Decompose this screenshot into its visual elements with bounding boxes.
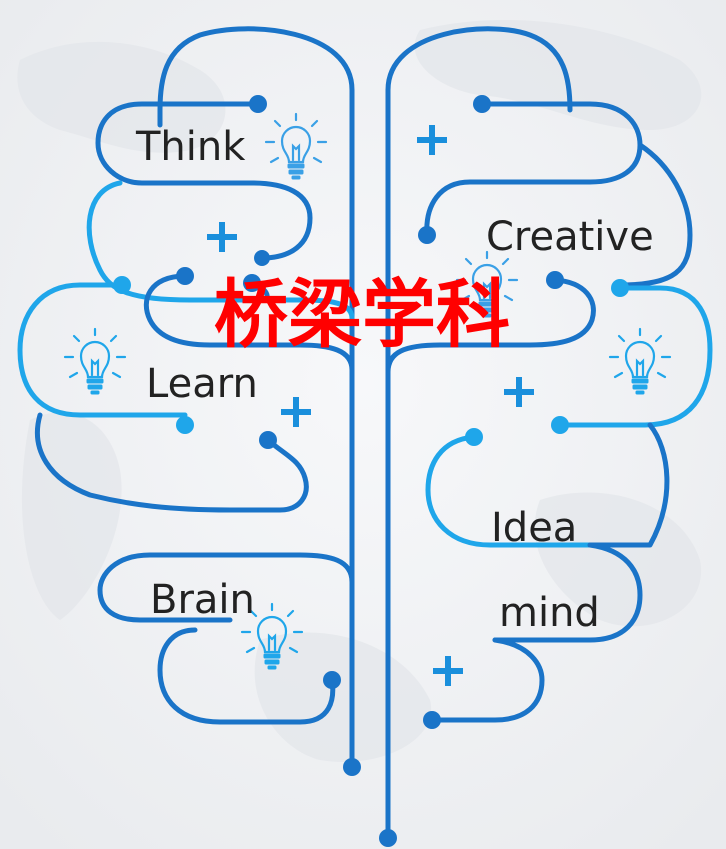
left-loop-light-2	[17, 282, 188, 418]
left-loop-brain	[97, 552, 355, 623]
word-think: Think	[135, 124, 246, 170]
right-loop-dark-1	[385, 277, 596, 375]
right-hemisphere	[379, 26, 713, 847]
word-idea: Idea	[491, 505, 577, 551]
right-dots	[379, 95, 564, 847]
right-spine	[385, 26, 573, 841]
brain-lines	[17, 26, 713, 847]
word-mind: mind	[499, 590, 600, 636]
left-dots-light	[113, 276, 194, 434]
left-loop-think	[95, 101, 313, 261]
left-loop-dark-1	[143, 273, 355, 373]
left-spine	[157, 26, 355, 770]
right-loop-light-2	[425, 434, 593, 548]
right-dots-light	[465, 279, 629, 446]
left-loop-bottom	[157, 627, 336, 725]
right-loop-light-1	[557, 285, 713, 428]
left-hemisphere	[17, 26, 361, 776]
right-loop-mind	[429, 637, 545, 723]
words: Think Creative Learn Idea Brain mind	[135, 124, 654, 636]
overlay-title: 桥梁学科	[214, 272, 510, 358]
word-learn: Learn	[146, 361, 258, 407]
right-loop-top	[424, 101, 643, 238]
word-creative: Creative	[486, 214, 654, 260]
right-loop-dark-2	[492, 422, 670, 643]
left-dots	[176, 95, 361, 776]
word-brain: Brain	[150, 577, 255, 623]
right-loop-creative	[617, 142, 693, 288]
